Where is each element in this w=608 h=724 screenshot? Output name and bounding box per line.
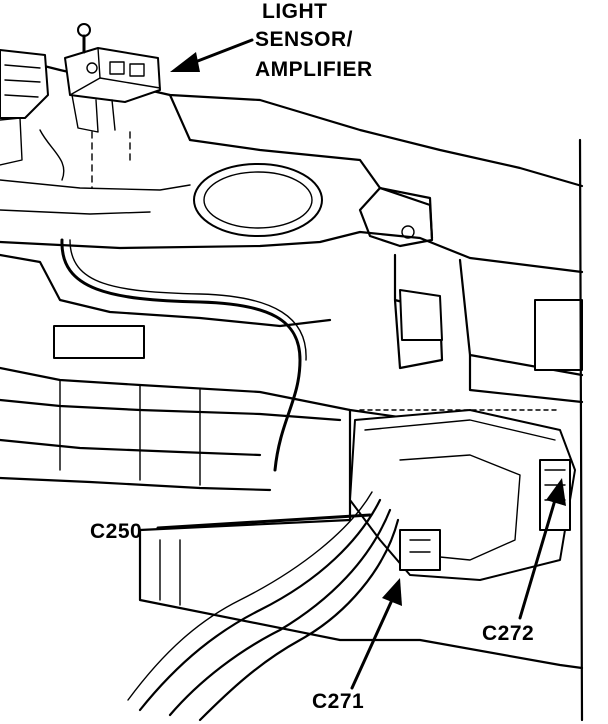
c250-label: C250 [90,520,142,543]
connector-cluster [349,409,576,581]
c250-leader [156,513,372,530]
dash-panel-top [0,53,584,328]
guide-lines [91,131,131,189]
center-bracket [393,253,444,370]
wire-bundle [127,491,400,722]
screw [77,23,91,54]
mounting-bracket [358,186,434,248]
c272-leader-arrow [518,478,566,620]
light-sensor-amplifier-module [64,47,161,133]
right-structure [458,138,584,722]
c272-label: C272 [482,622,534,645]
lower-dash [0,325,584,670]
light-sensor-leader-arrow [170,38,254,72]
c271-leader-arrow [350,578,402,690]
light-sensor-label-line2: SENSOR/ [255,28,353,51]
c271-label: C271 [312,690,364,713]
speaker-opening [193,163,323,237]
light-sensor-label-line1: LIGHT [262,0,328,23]
wiring-harness [39,129,307,472]
left-module [0,49,49,166]
light-sensor-label-line3: AMPLIFIER [255,58,373,81]
